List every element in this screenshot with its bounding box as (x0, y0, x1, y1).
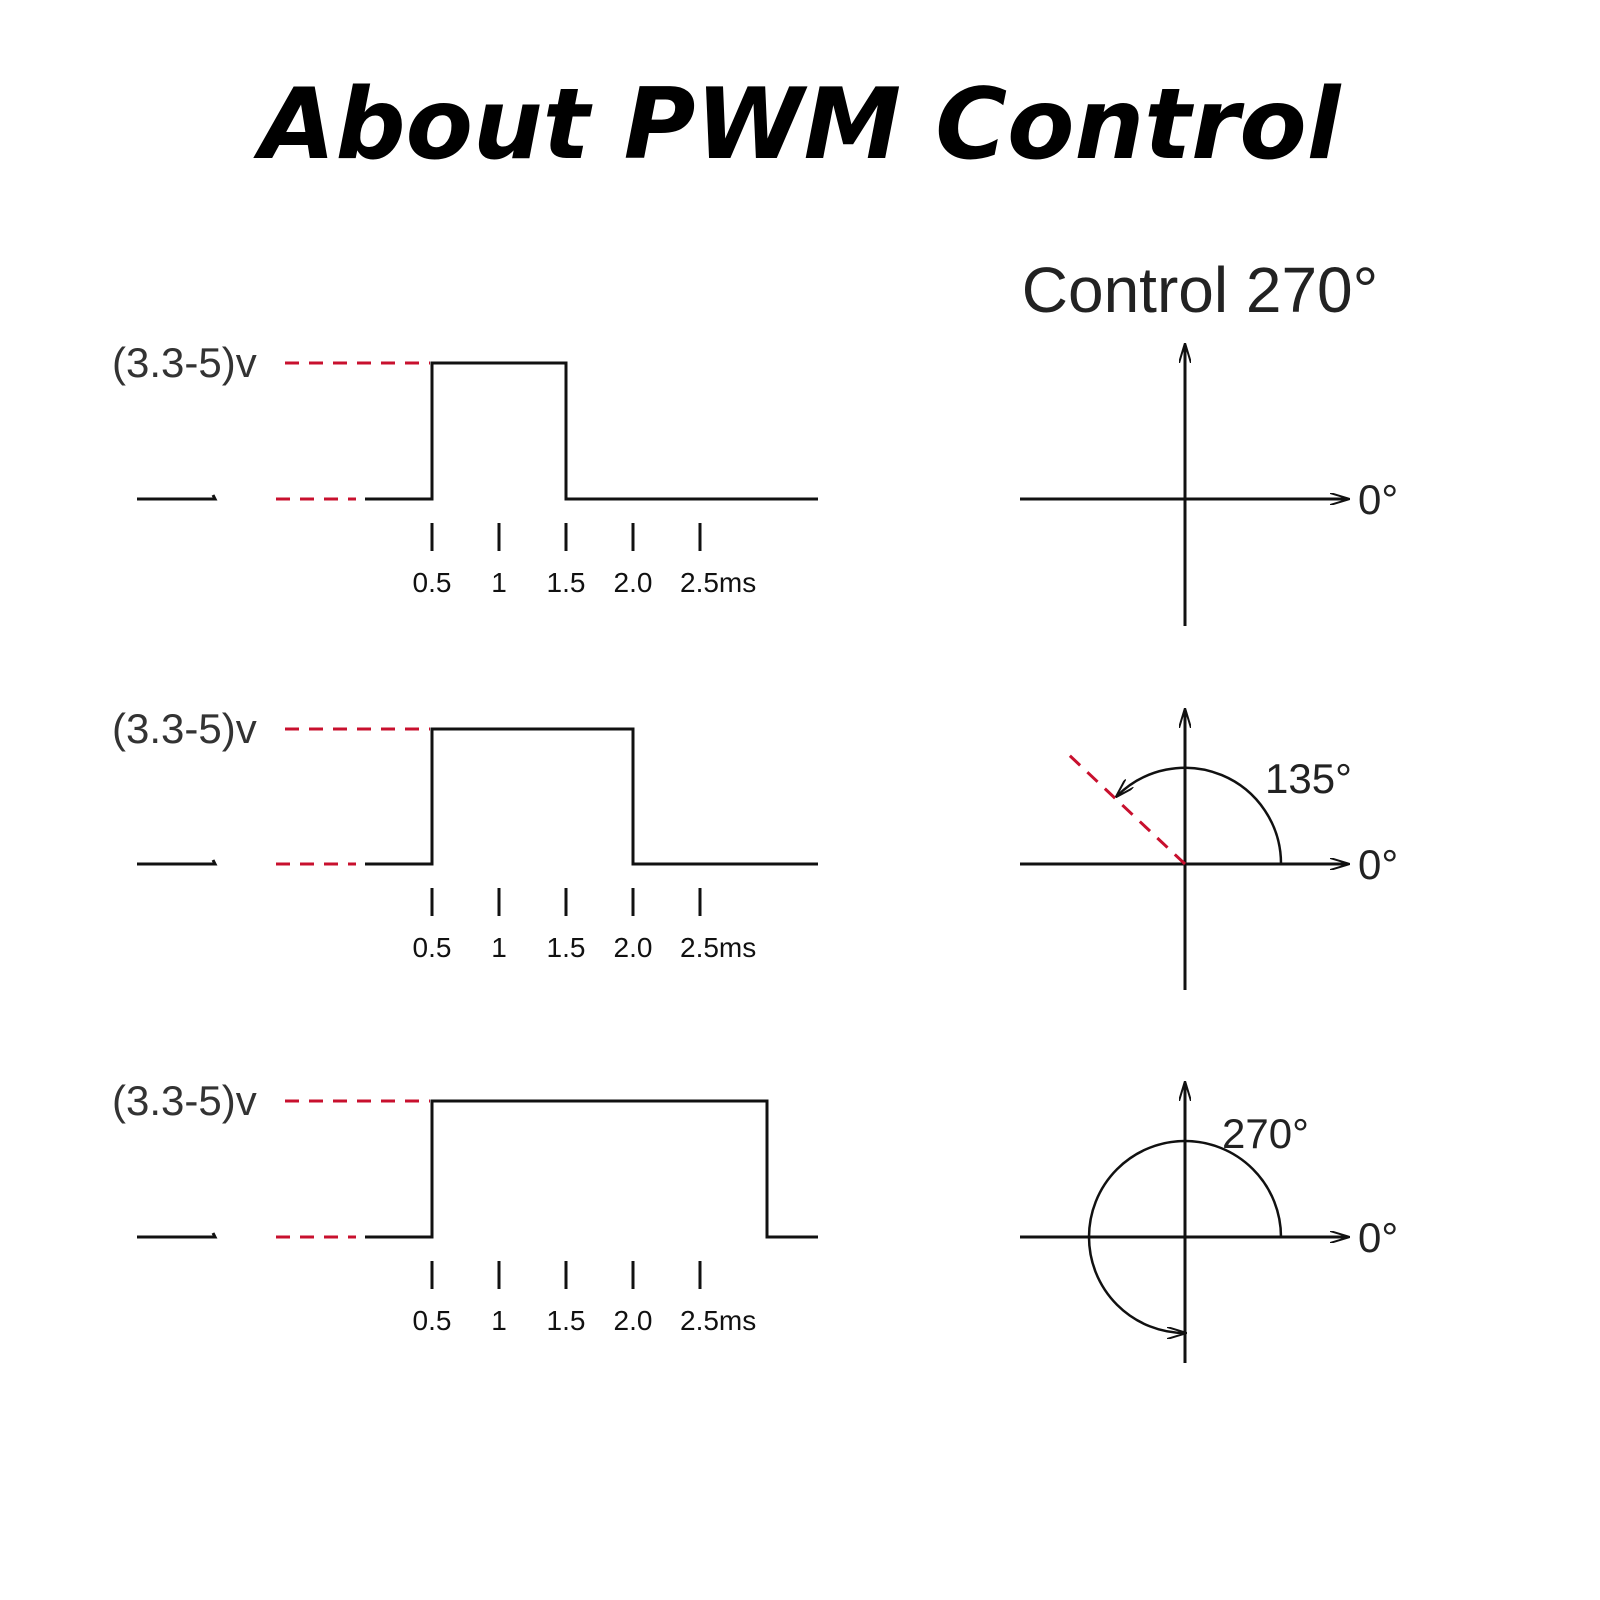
page-title: About PWM Control (253, 68, 1342, 182)
diagram-subtitle: Control 270° (1022, 254, 1378, 326)
panel-2: (3.3-5)v 0.5 1 1.5 2.0 2.5ms 270° 0° (112, 1077, 1398, 1363)
ground-stub (137, 1232, 218, 1239)
tick-label-3: 2.0 (614, 567, 653, 598)
voltage-label: (3.3-5)v (112, 1077, 257, 1124)
pulse-waveform (365, 361, 818, 501)
panel-1: (3.3-5)v 0.5 1 1.5 2.0 2.5ms 135° 0° (112, 705, 1398, 990)
voltage-label: (3.3-5)v (112, 705, 257, 752)
tick-label-3: 2.0 (614, 1305, 653, 1336)
zero-degree-label: 0° (1358, 1214, 1398, 1261)
tick-label-3: 2.0 (614, 932, 653, 963)
voltage-label: (3.3-5)v (112, 339, 257, 386)
angle-label: 135° (1265, 755, 1352, 802)
tick-label-4: 2.5ms (680, 567, 756, 598)
time-ticks (430, 1261, 702, 1289)
ground-stub (137, 859, 218, 866)
tick-label-2: 1.5 (547, 1305, 586, 1336)
time-ticks (430, 888, 702, 916)
panel-0: (3.3-5)v 0.5 1 1.5 2.0 2.5ms 0° (112, 339, 1398, 626)
ground-stub (137, 494, 218, 501)
pulse-waveform (365, 727, 818, 866)
tick-label-0: 0.5 (413, 932, 452, 963)
pulse-waveform (365, 1099, 818, 1239)
tick-label-1: 1 (491, 1305, 507, 1336)
tick-label-1: 1 (491, 932, 507, 963)
rotation-arc (1087, 1139, 1283, 1333)
tick-label-4: 2.5ms (680, 932, 756, 963)
angle-reference-dash (1066, 752, 1187, 866)
tick-label-2: 1.5 (547, 932, 586, 963)
tick-label-4: 2.5ms (680, 1305, 756, 1336)
zero-degree-label: 0° (1358, 841, 1398, 888)
tick-label-0: 0.5 (413, 567, 452, 598)
angle-label: 270° (1222, 1110, 1309, 1157)
zero-degree-label: 0° (1358, 476, 1398, 523)
tick-label-1: 1 (491, 567, 507, 598)
tick-label-2: 1.5 (547, 567, 586, 598)
rotation-arc (1117, 766, 1283, 865)
time-ticks (430, 523, 702, 551)
tick-label-0: 0.5 (413, 1305, 452, 1336)
